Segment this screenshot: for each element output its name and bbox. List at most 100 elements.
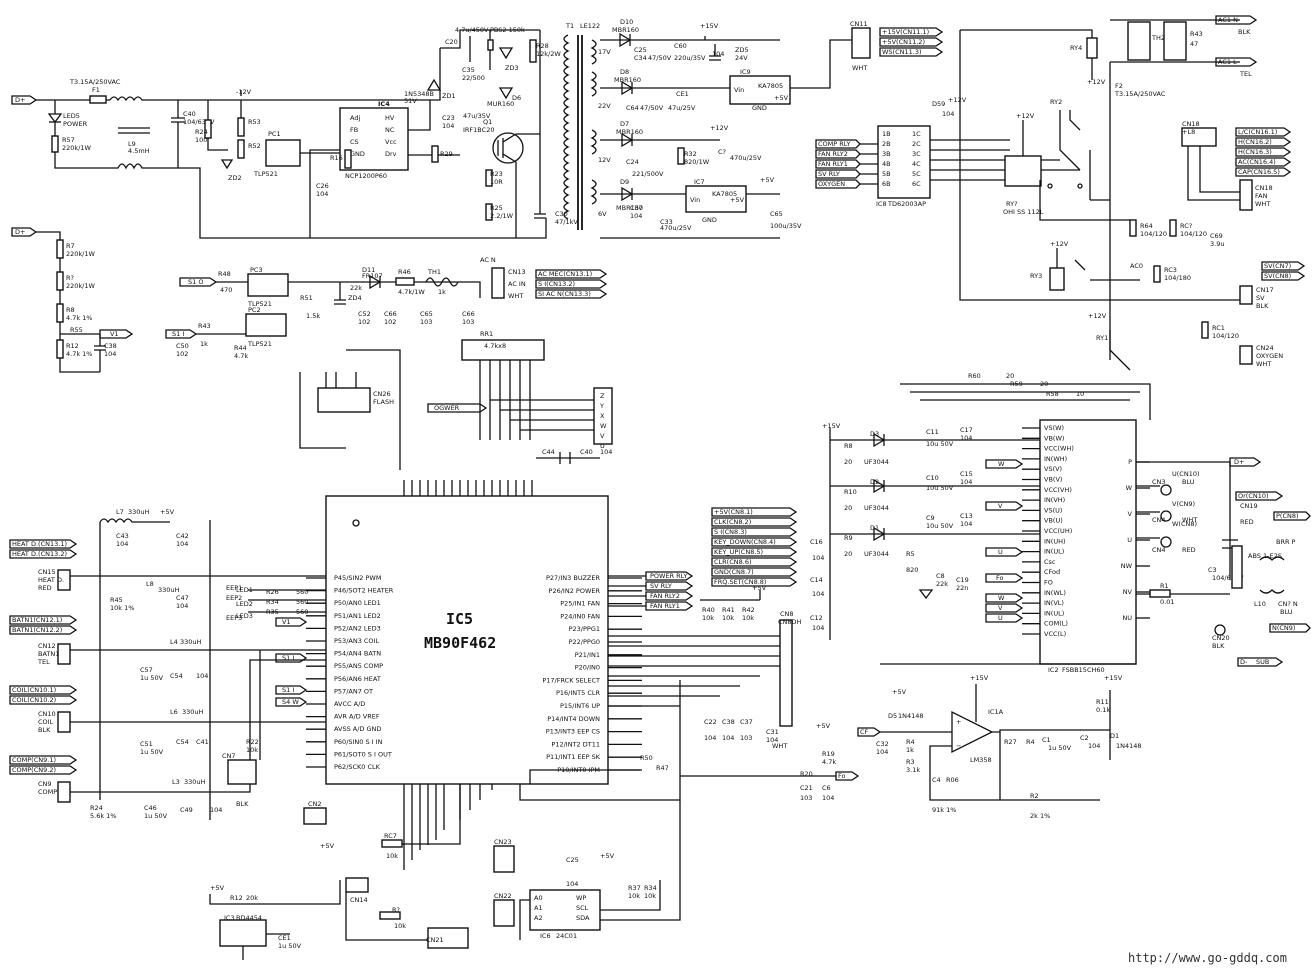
svg-text:104: 104 bbox=[630, 212, 642, 220]
cl-tag-2: HEAT D.(CN13.2) bbox=[9, 549, 78, 559]
ipm-left-pins-label: FO bbox=[1044, 579, 1053, 587]
opto-pc3: TLP521 bbox=[247, 300, 272, 308]
svg-text:SV(CN7): SV(CN7) bbox=[1264, 262, 1291, 270]
mcu-right-pins-label: P15/INT6 UP bbox=[560, 702, 600, 710]
ipm-left-pins-label: Csc bbox=[1044, 558, 1056, 566]
svg-text:R51: R51 bbox=[300, 294, 313, 302]
svg-text:FLASH: FLASH bbox=[373, 398, 394, 406]
svg-text:1k: 1k bbox=[438, 288, 446, 296]
ipm-in-u: U bbox=[985, 613, 1024, 623]
svg-text:CLR(CN8.6): CLR(CN8.6) bbox=[714, 558, 752, 566]
ipm-right-pins-label: V bbox=[1128, 510, 1133, 518]
svg-text:C8: C8 bbox=[936, 572, 945, 580]
ipm-part: FSBB15CH60 bbox=[1062, 666, 1105, 674]
ipm-left-pins-label: VB(U) bbox=[1044, 517, 1063, 525]
led2: LED2 bbox=[236, 600, 253, 608]
svg-text:C65: C65 bbox=[770, 210, 783, 218]
svg-text:C26: C26 bbox=[316, 182, 329, 190]
svg-text:L6: L6 bbox=[170, 708, 178, 716]
ac-tag-n: AC1 N bbox=[1215, 15, 1258, 25]
cl-tag-3: BATN1(CN12.1) bbox=[9, 615, 78, 625]
svg-text:10: 10 bbox=[1076, 390, 1084, 398]
mcu-left-pins-label: P56/AN6 HEAT bbox=[334, 675, 381, 683]
svg-text:470: 470 bbox=[220, 286, 232, 294]
svg-text:GND: GND bbox=[702, 216, 717, 224]
svg-text:CN13: CN13 bbox=[508, 268, 526, 276]
svg-text:R34: R34 bbox=[644, 884, 657, 892]
mcu-left-pins-label: P61/SOT0 S I OUT bbox=[334, 750, 392, 758]
svg-text:HEAT D.(CN13.1): HEAT D.(CN13.1) bbox=[12, 540, 67, 548]
fuse-f2-rating: T3.15A/250VAC bbox=[1114, 90, 1166, 98]
svg-text:CN21: CN21 bbox=[426, 936, 444, 944]
tr-tag-1: +15V(CN11.1) bbox=[879, 27, 944, 37]
ic6-part: 24C01 bbox=[556, 932, 577, 940]
svg-text:330uH: 330uH bbox=[184, 778, 206, 786]
ipm-left-pins-label: VS(U) bbox=[1044, 506, 1062, 514]
svg-text:560: 560 bbox=[296, 598, 308, 606]
svg-text:KEY_DOWN(CN8.4): KEY_DOWN(CN8.4) bbox=[714, 538, 776, 546]
svg-text:10k: 10k bbox=[394, 922, 406, 930]
svg-text:Fo: Fo bbox=[996, 574, 1004, 582]
svg-text:R52: R52 bbox=[248, 142, 261, 150]
svg-text:47/50V: 47/50V bbox=[640, 104, 664, 112]
svg-text:CN4: CN4 bbox=[1152, 546, 1166, 554]
svg-text:C66: C66 bbox=[462, 310, 475, 318]
svg-text:BATN1(CN12.1): BATN1(CN12.1) bbox=[12, 616, 62, 624]
svg-text:+15V: +15V bbox=[822, 422, 841, 430]
svg-text:4.7k/1W: 4.7k/1W bbox=[398, 288, 425, 296]
svg-text:820: 820 bbox=[906, 566, 918, 574]
svg-text:MBR160: MBR160 bbox=[616, 204, 643, 212]
v1-in-tag: V1 bbox=[275, 617, 308, 627]
svg-text:D6: D6 bbox=[512, 94, 521, 102]
led1: LED1 bbox=[236, 586, 253, 594]
svg-text:104: 104 bbox=[1088, 742, 1100, 750]
svg-text:5.6k 1%: 5.6k 1% bbox=[90, 812, 116, 820]
red-label-2: RED bbox=[1240, 518, 1254, 526]
svg-text:104: 104 bbox=[316, 190, 328, 198]
watermark: http://www.go-gddq.com bbox=[1128, 951, 1287, 965]
cl-tag-7: COMP(CN9.1) bbox=[9, 755, 78, 765]
svg-text:104/630V: 104/630V bbox=[183, 118, 215, 126]
svg-text:47/50V: 47/50V bbox=[648, 54, 672, 62]
svg-text:HEAT D.: HEAT D. bbox=[38, 576, 64, 584]
svg-text:H(CN16.3): H(CN16.3) bbox=[1238, 148, 1272, 156]
svg-text:C3: C3 bbox=[1208, 566, 1217, 574]
ipm-left-pins-label: VCC(UH) bbox=[1044, 527, 1072, 535]
svg-text:22n: 22n bbox=[956, 584, 968, 592]
mcu-right-pins-label: P14/INT4 DOWN bbox=[547, 715, 600, 723]
svg-text:C52: C52 bbox=[358, 310, 371, 318]
svg-text:3.1k: 3.1k bbox=[906, 766, 920, 774]
svg-text:C20: C20 bbox=[445, 38, 458, 46]
svg-text:C34: C34 bbox=[634, 54, 647, 62]
svg-text:104: 104 bbox=[960, 520, 972, 528]
ry1-ref: RY1 bbox=[1096, 334, 1108, 342]
svg-text:2k 1%: 2k 1% bbox=[1030, 812, 1050, 820]
svg-text:+5V: +5V bbox=[210, 884, 225, 892]
svg-text:820/1W: 820/1W bbox=[684, 158, 710, 166]
svg-text:CN10: CN10 bbox=[38, 710, 56, 718]
svg-text:0.1k: 0.1k bbox=[1096, 706, 1110, 714]
svg-text:N(CN9): N(CN9) bbox=[1272, 624, 1295, 632]
mcu-left-pins-label: P62/SCK0 CLK bbox=[334, 763, 381, 771]
th2-ref: TH2 bbox=[1151, 34, 1165, 42]
svg-text:+12V: +12V bbox=[948, 96, 967, 104]
svg-text:C40: C40 bbox=[183, 110, 196, 118]
s4w-tag: S4 W bbox=[275, 697, 308, 707]
svg-text:WHT: WHT bbox=[852, 64, 867, 72]
svg-text:CN2: CN2 bbox=[308, 800, 322, 808]
svg-text:D8: D8 bbox=[620, 68, 629, 76]
svg-text:S I(CN13.2): S I(CN13.2) bbox=[538, 280, 575, 288]
svg-text:+15V: +15V bbox=[700, 22, 719, 30]
svg-text:R4: R4 bbox=[906, 738, 915, 746]
svg-text:R60: R60 bbox=[968, 372, 981, 380]
svg-text:R20: R20 bbox=[800, 770, 813, 778]
ipm-right-pins-label: W bbox=[1126, 484, 1133, 492]
svg-text:SV RLY: SV RLY bbox=[818, 170, 840, 178]
ipm-in-w: W bbox=[985, 593, 1024, 603]
